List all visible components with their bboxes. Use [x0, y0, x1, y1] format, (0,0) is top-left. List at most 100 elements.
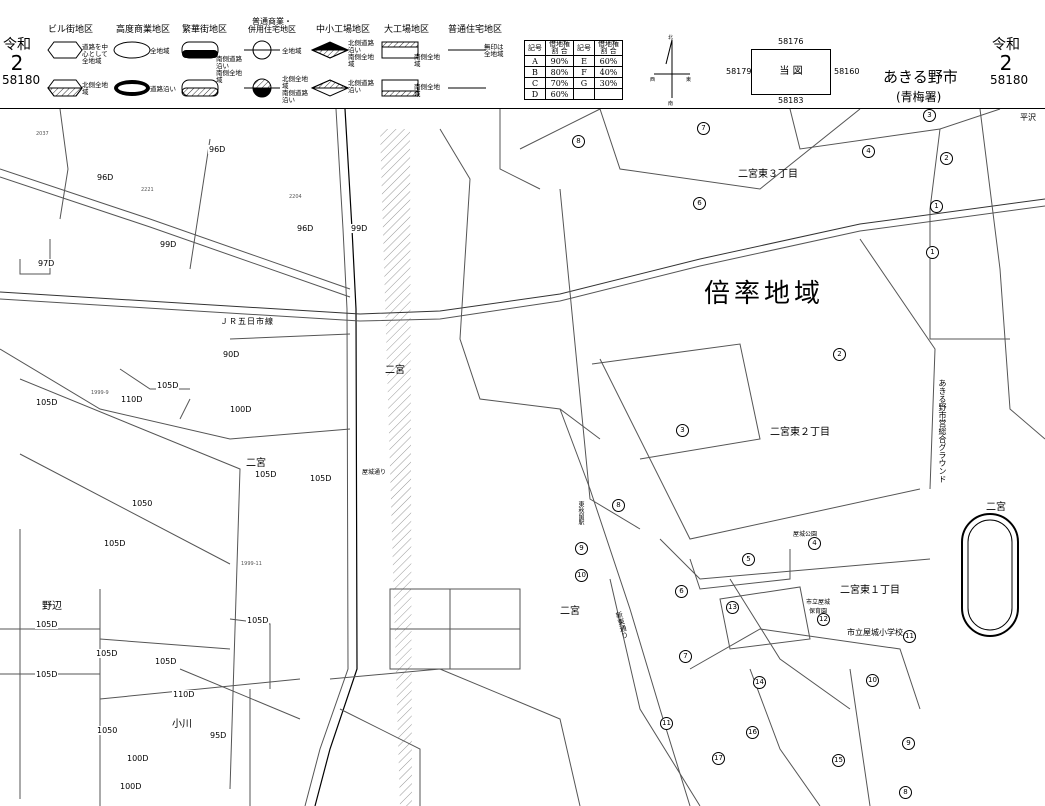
route-value: 97D [37, 259, 56, 268]
ratio-header-rate: 借地権 割 合 [594, 40, 623, 56]
era-label: 令和 [992, 37, 1020, 53]
ratio-symbol: F [573, 66, 595, 78]
legend-desc: 全地域 [150, 47, 170, 55]
route-value: 110D [172, 690, 196, 699]
town-label: 小川 [172, 719, 192, 730]
block-number: 3 [676, 424, 689, 437]
block-number: 7 [679, 650, 692, 663]
block-number: 9 [575, 542, 588, 555]
main-road [314, 109, 358, 806]
ratio-value: 40% [594, 66, 623, 78]
facility-label-ground: あきる野市営総合グラウンド [938, 379, 947, 483]
ratio-header-symbol: 記号 [573, 40, 595, 56]
block-number: 2 [833, 348, 846, 361]
block-number: 5 [742, 553, 755, 566]
ratio-value: 90% [545, 55, 574, 67]
current-sheet-box: 当 図 [751, 49, 831, 95]
legend-desc: 南側全地 域 [414, 83, 440, 99]
ratio-value: 30% [594, 77, 623, 89]
town-label: 二宮東２丁目 [770, 427, 830, 438]
route-value: 105D [95, 649, 119, 658]
ratio-symbol: D [524, 88, 546, 100]
legend-title-high-commercial: 高度商業地区 [116, 25, 171, 35]
ratio-header-rate: 借地権 割 合 [545, 40, 574, 56]
town-label: 二宮東３丁目 [738, 169, 798, 180]
route-value: 96D [296, 224, 315, 233]
lot-number: 2221 [141, 187, 154, 193]
block-number: 4 [862, 145, 875, 158]
route-value: 99D [159, 240, 178, 249]
block-number: 1 [930, 200, 943, 213]
city-name: あきる野市 [883, 68, 958, 86]
facility-label-school: 市立屋城小学校 [847, 628, 903, 637]
ratio-symbol: E [573, 55, 595, 67]
ratio-value: 80% [545, 66, 574, 78]
compass-north: 北 [668, 35, 674, 41]
police-office: (青梅署) [896, 90, 942, 104]
current-sheet-label: 当 図 [779, 66, 803, 77]
lot-number: 1999-9 [91, 390, 109, 396]
block-number: 6 [693, 197, 706, 210]
route-value: 105D [103, 539, 127, 548]
route-value: 95D [209, 731, 228, 740]
leasehold-ratio-table: 記号 借地権 割 合 記号 借地権 割 合 A 90% E 60% B 80% … [524, 40, 623, 100]
ratio-value: 60% [594, 55, 623, 67]
legend-desc: 南側全地 域 [414, 53, 440, 69]
legend-desc: 道路沿い [150, 85, 176, 93]
ratio-value: 70% [545, 77, 574, 89]
railway-band [380, 129, 412, 806]
facility-label-nursery: 市立屋城保育園 [805, 599, 830, 615]
ratio-symbol [573, 88, 595, 100]
lot-number: 1999-11 [241, 561, 262, 567]
adjacent-sheet-north: 58176 [778, 37, 804, 46]
lot-number: 2204 [289, 194, 302, 200]
block-number: 1 [926, 246, 939, 259]
town-label: 野辺 [42, 601, 62, 612]
route-value: 105D [246, 616, 270, 625]
ratio-symbol: C [524, 77, 546, 89]
block-number: 4 [808, 537, 821, 550]
route-value: 90D [222, 350, 241, 359]
athletic-track [961, 513, 1019, 637]
route-value: 105D [154, 657, 178, 666]
era-year: 2 [10, 50, 24, 75]
block-number: 13 [726, 601, 739, 614]
block-number: 2 [940, 152, 953, 165]
legend-title-busy-district: 繁華街地区 [182, 25, 228, 35]
legend-title-large-factory: 大工場地区 [384, 25, 430, 35]
route-value: 105D [35, 620, 59, 629]
high-commercial-ellipse-top [113, 41, 151, 59]
legend-desc: 無印は 全地域 [484, 43, 504, 59]
railway-label: ＪＲ五日市線 [220, 317, 274, 326]
compass-icon [654, 39, 690, 98]
block-number: 7 [697, 122, 710, 135]
route-value: 105D [35, 398, 59, 407]
route-value: 96D [208, 145, 227, 154]
block-number: 3 [923, 109, 936, 122]
ratio-symbol: G [573, 77, 595, 89]
street-map [0, 109, 1045, 806]
route-value: 100D [119, 782, 143, 791]
block-number: 8 [899, 786, 912, 799]
multiplier-area-label: 倍率地域 [704, 279, 825, 309]
map-code: 58180 [990, 72, 1029, 87]
block-number: 9 [902, 737, 915, 750]
ratio-symbol: A [524, 55, 546, 67]
route-value: 1050 [131, 499, 154, 508]
route-value: 105D [35, 670, 59, 679]
legend-title-small-factory: 中小工場地区 [316, 25, 371, 35]
block-number: 15 [832, 754, 845, 767]
map-code: 58180 [2, 72, 41, 87]
legend-title-residential: 普通住宅地区 [448, 25, 503, 35]
facility-label-park: 屋城公園 [793, 531, 818, 538]
block-number: 14 [753, 676, 766, 689]
ratio-symbol: B [524, 66, 546, 78]
legend-desc: 北側道路 沿い [348, 79, 374, 95]
ratio-row: C 70% G 30% [524, 77, 623, 89]
route-value: 100D [126, 754, 150, 763]
ratio-row: B 80% F 40% [524, 66, 623, 78]
map-area: 倍率地域 二宮東３丁目 二宮東２丁目 二宮東１丁目 二宮 二宮 二宮 二宮 野辺… [0, 109, 1045, 806]
block-number: 10 [575, 569, 588, 582]
route-value: 105D [254, 470, 278, 479]
route-value: 96D [96, 173, 115, 182]
